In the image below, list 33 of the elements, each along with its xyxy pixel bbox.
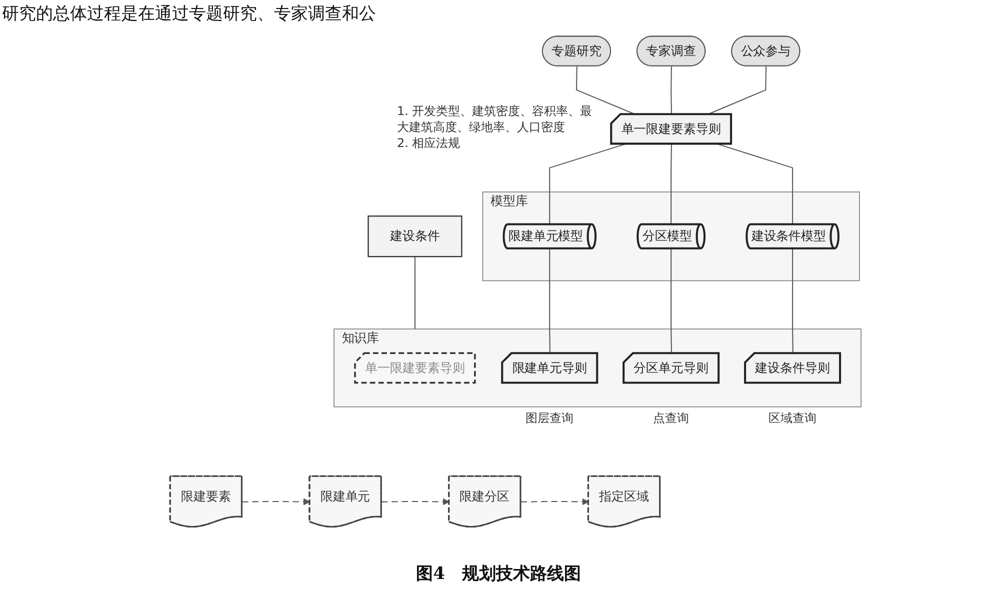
cylinder-node: 分区模型 xyxy=(636,223,706,250)
connector-line xyxy=(381,498,450,506)
annotation-text: 图层查询 xyxy=(525,410,574,426)
card-node: 限建单元导则 xyxy=(500,352,598,384)
card-node: 分区单元导则 xyxy=(622,352,720,384)
figure-caption: 图4 规划技术路线图 xyxy=(416,564,581,584)
connector-line xyxy=(520,498,589,506)
document-node: 限建单元 xyxy=(308,475,382,528)
connector-line xyxy=(792,248,794,354)
connector-line xyxy=(548,144,626,224)
connector-line xyxy=(242,498,310,506)
process-box: 建设条件 xyxy=(368,216,462,258)
connector-line xyxy=(670,144,672,224)
annotation-text: 区域查询 xyxy=(768,410,816,426)
rounded-node: 专题研究 xyxy=(542,36,611,66)
document-node: 限建要素 xyxy=(169,475,242,528)
connector-line xyxy=(548,248,550,354)
document-node: 指定区域 xyxy=(587,475,660,528)
connector-line xyxy=(414,256,416,329)
cylinder-node: 建设条件模型 xyxy=(746,223,840,250)
document-node: 限建分区 xyxy=(448,475,522,528)
dashed-card-node: 单一限建要素导则 xyxy=(354,352,476,384)
annotation-text: 1. 开发类型、建筑密度、容积率、最大建筑高度、绿地率、人口密度 xyxy=(396,102,593,136)
connector-line xyxy=(670,248,672,354)
body-text: 研究的总体过程是在通过专题研究、专家调查和公 xyxy=(2,2,376,24)
rounded-node: 专家调查 xyxy=(636,36,706,66)
cylinder-node: 限建单元模型 xyxy=(502,223,596,250)
card-node: 建设条件导则 xyxy=(744,352,841,384)
annotation-text: 点查询 xyxy=(652,410,689,426)
annotation-text: 2. 相应法规 xyxy=(396,135,460,152)
card-node: 单一限建要素导则 xyxy=(610,113,732,145)
rounded-node: 公众参与 xyxy=(731,36,800,66)
connector-line xyxy=(670,66,672,114)
